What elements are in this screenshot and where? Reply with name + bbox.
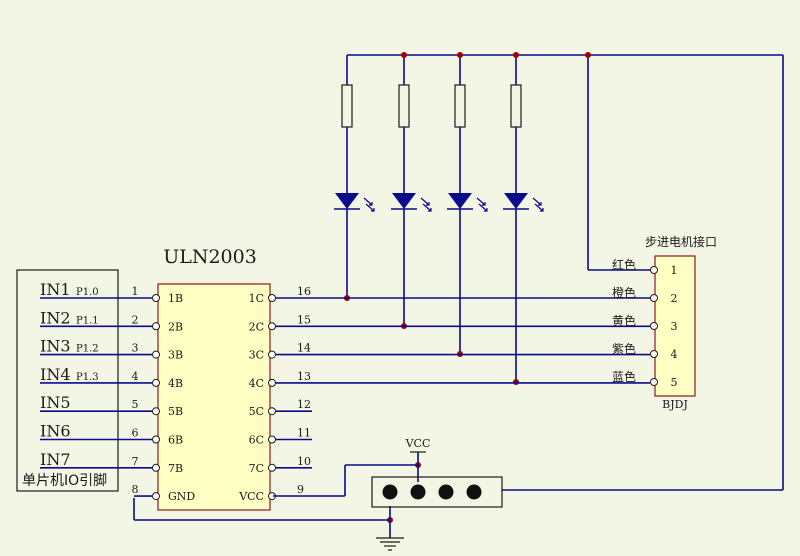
input-name: IN1	[40, 280, 71, 299]
pin-number: 16	[297, 285, 311, 298]
pin-label: 1C	[249, 292, 264, 305]
pin-label: 5C	[249, 405, 264, 418]
motor-wire-color-label: 紫色	[612, 342, 636, 356]
pin-label: 4B	[168, 377, 183, 390]
pin-label: 7C	[249, 462, 264, 475]
pin-number: 9	[297, 483, 304, 496]
led-icon	[447, 193, 488, 212]
pin-number: 4	[132, 370, 139, 383]
input-name: IN2	[40, 308, 71, 327]
motor-connector: 步进电机接口 BJDJ 1 红色 2 橙色 3 黄色 4 紫色 5 蓝色	[612, 234, 717, 411]
motor-pin-number: 1	[671, 264, 678, 277]
resistor	[398, 84, 410, 128]
pin-number: 13	[297, 370, 311, 383]
ic-body	[157, 283, 271, 511]
led-icon	[334, 193, 375, 212]
pin-label: 1B	[168, 292, 183, 305]
led-icon	[503, 193, 544, 212]
resistor	[454, 84, 466, 128]
pin-label: 5B	[168, 405, 183, 418]
input-port: P1.3	[76, 372, 99, 383]
motor-ref: BJDJ	[662, 398, 688, 411]
input-name: IN7	[40, 450, 71, 469]
power-header-pins	[382, 484, 482, 500]
input-port: P1.2	[76, 344, 99, 355]
pin-number: 10	[297, 455, 311, 468]
pin-label: 2B	[168, 320, 183, 333]
pin-label: 7B	[168, 462, 183, 475]
pin-number: 5	[132, 398, 139, 411]
motor-pin-number: 3	[671, 320, 678, 333]
pin-number: 14	[297, 342, 311, 355]
pin-label: 4C	[249, 377, 264, 390]
motor-wire-color-label: 蓝色	[612, 370, 636, 384]
pin-label: 3B	[168, 349, 183, 362]
motor-title: 步进电机接口	[645, 234, 717, 249]
input-port: P1.1	[76, 315, 99, 326]
pin-number: 2	[132, 313, 139, 326]
pin-number: 12	[297, 398, 311, 411]
power-header	[371, 476, 503, 508]
ground-icon	[376, 537, 404, 551]
input-name: IN6	[40, 422, 71, 441]
pin-number: 3	[132, 342, 139, 355]
input-name: IN4	[40, 365, 71, 384]
pin-label: VCC	[238, 490, 264, 503]
power-connector-group: VCC	[273, 437, 783, 508]
pin-label: 6C	[249, 434, 264, 447]
mcu-io-label: 单片机IO引脚	[22, 473, 107, 489]
mcu-io-box	[16, 269, 119, 492]
led-indicator-group	[334, 52, 784, 523]
input-port: P1.0	[76, 287, 99, 298]
motor-wire-color-label: 黄色	[612, 314, 636, 328]
motor-pin-number: 2	[671, 292, 678, 305]
motor-wire-color-label: 红色	[612, 257, 636, 272]
junction-dots	[344, 52, 591, 523]
pin-label: 3C	[249, 349, 264, 362]
pin-label: GND	[168, 490, 195, 503]
input-name: IN5	[40, 393, 71, 412]
led-icon	[391, 193, 432, 212]
pin-label: 6B	[168, 434, 183, 447]
pin-number: 15	[297, 313, 311, 326]
pin-number: 11	[297, 427, 311, 440]
ground-net	[133, 498, 404, 551]
vcc-label: VCC	[405, 437, 431, 450]
resistor	[341, 84, 353, 128]
input-name: IN3	[40, 337, 71, 356]
pin-number: 6	[132, 427, 139, 440]
motor-pin-number: 5	[671, 376, 678, 389]
resistor	[510, 84, 522, 128]
motor-wire-color-label: 橙色	[612, 285, 636, 300]
pin-number: 8	[132, 483, 139, 496]
pin-number: 1	[132, 285, 139, 298]
motor-connector-body	[654, 255, 696, 397]
pin-label: 2C	[249, 320, 264, 333]
motor-pin-number: 4	[671, 348, 678, 361]
pin-number: 7	[132, 455, 139, 468]
ic-name: ULN2003	[163, 246, 257, 268]
